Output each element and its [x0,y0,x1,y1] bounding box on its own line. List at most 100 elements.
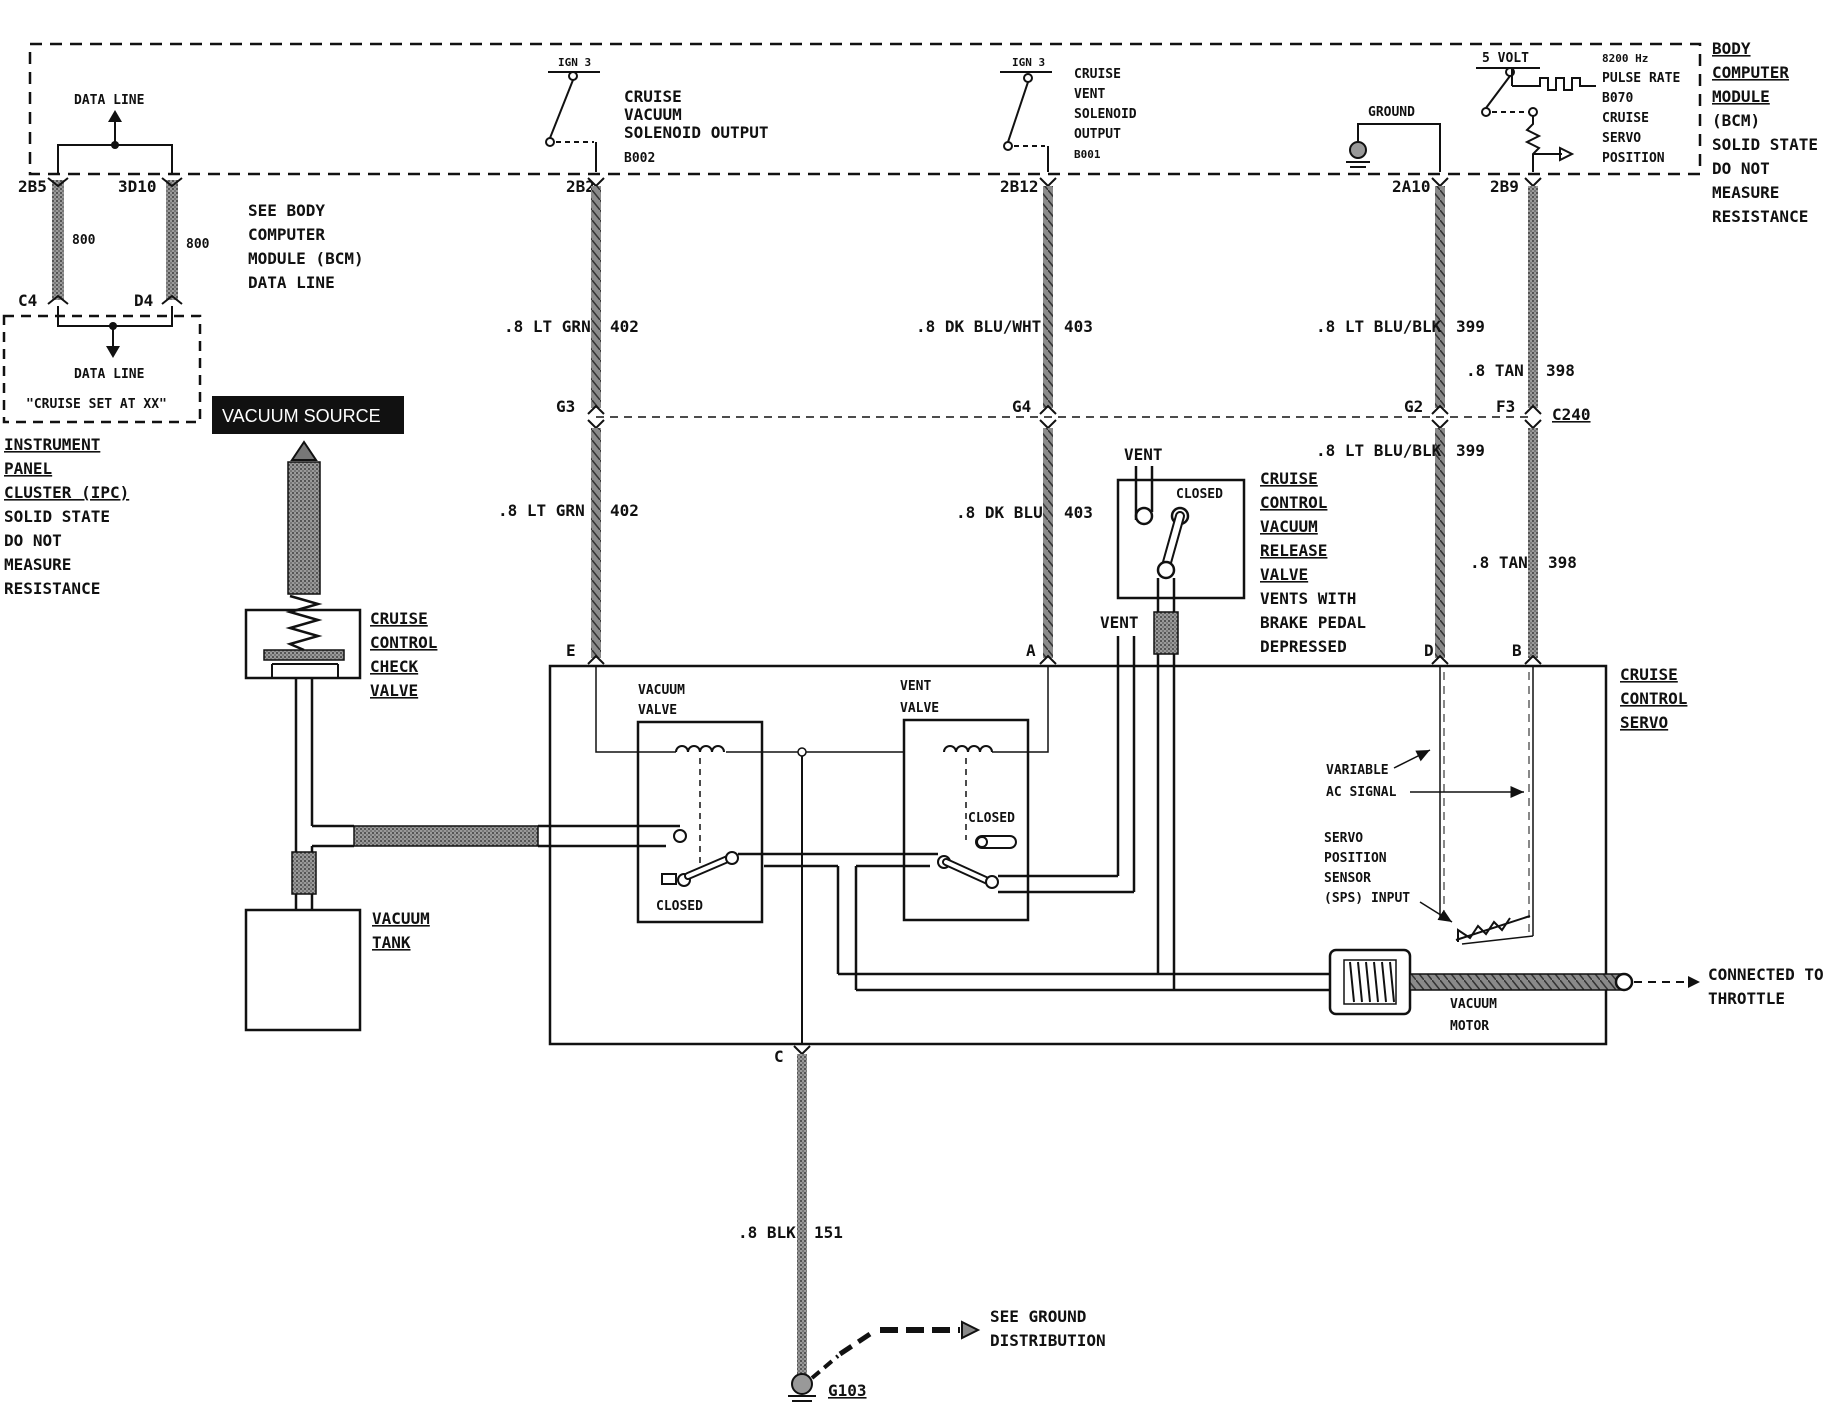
terminal-g3: G3 [556,397,575,416]
bcm-data-line: DATA LINE [57,93,173,175]
svg-text:RESISTANCE: RESISTANCE [4,579,100,598]
svg-text:BRAKE PEDAL: BRAKE PEDAL [1260,613,1366,632]
svg-text:COMPUTER: COMPUTER [1712,63,1789,82]
throttle-connection: CONNECTED TO THROTTLE [1634,965,1824,1008]
svg-text:VALVE: VALVE [1260,565,1308,584]
svg-text:(SPS) INPUT: (SPS) INPUT [1324,891,1410,906]
wire-399: .8 LT BLU/BLK 399 .8 LT BLU/BLK 399 [1316,177,1485,665]
svg-text:MOTOR: MOTOR [1450,1019,1489,1034]
svg-text:402: 402 [610,501,639,520]
vent-hose: VENT [1100,613,1139,892]
svg-text:BODY: BODY [1712,39,1751,58]
bcm-ground: GROUND [1346,105,1441,172]
terminal-c4: C4 [18,291,37,310]
sps-input-label: SERVO POSITION SENSOR (SPS) INPUT [1324,831,1453,923]
svg-text:CRUISE: CRUISE [1620,665,1678,684]
terminal-2b9: 2B9 [1490,177,1519,196]
svg-text:TANK: TANK [372,933,411,952]
svg-text:151: 151 [814,1223,843,1242]
svg-text:SOLENOID: SOLENOID [1074,107,1137,122]
svg-text:402: 402 [610,317,639,336]
terminal-2a10: 2A10 [1392,177,1431,196]
svg-text:CRUISE: CRUISE [1260,469,1318,488]
svg-text:B002: B002 [624,151,655,166]
svg-text:CONTROL: CONTROL [1620,689,1687,708]
wire-403: .8 DK BLU/WHT 403 .8 DK BLU 403 [916,177,1093,665]
svg-text:MEASURE: MEASURE [1712,183,1779,202]
see-bcm-note: SEE BODY COMPUTER MODULE (BCM) DATA LINE [248,201,364,292]
svg-text:(BCM): (BCM) [1712,111,1760,130]
svg-text:DATA LINE: DATA LINE [248,273,335,292]
svg-text:PULSE RATE: PULSE RATE [1602,71,1680,86]
ipc-label: INSTRUMENT PANEL CLUSTER (IPC) SOLID STA… [4,435,129,598]
vacuum-source-line [287,440,321,595]
svg-text:.8 TAN: .8 TAN [1466,361,1524,380]
svg-text:.8 LT BLU/BLK: .8 LT BLU/BLK [1316,317,1442,336]
svg-text:VENT: VENT [1100,613,1139,632]
svg-text:CLOSED: CLOSED [1176,487,1223,502]
terminal-d: D [1424,641,1434,660]
svg-text:CLUSTER (IPC): CLUSTER (IPC) [4,483,129,502]
vacuum-release-valve: VENT CLOSED [1116,445,1246,990]
servo-internal-wiring [595,666,1049,1044]
vacuum-tank: VACUUM TANK [244,908,430,1032]
svg-text:403: 403 [1064,317,1093,336]
wire-800-right: 800 [161,177,210,305]
terminal-3d10: 3D10 [118,177,157,196]
svg-text:G103: G103 [828,1381,867,1400]
svg-text:VENT: VENT [1124,445,1163,464]
svg-text:SEE BODY: SEE BODY [248,201,325,220]
svg-text:IGN 3: IGN 3 [1012,56,1045,69]
svg-text:INSTRUMENT: INSTRUMENT [4,435,100,454]
svg-text:B001: B001 [1074,148,1101,161]
svg-text:CHECK: CHECK [370,657,419,676]
svg-text:VACUUM: VACUUM [624,105,682,124]
wire-402: .8 LT GRN 402 .8 LT GRN 402 [498,177,639,665]
ground-symbol-icon [791,1373,813,1395]
svg-text:8200 Hz: 8200 Hz [1602,52,1648,65]
svg-text:.8 BLK: .8 BLK [738,1223,796,1242]
vent-valve: VENT VALVE CLOSED [900,679,1030,922]
svg-text:CRUISE: CRUISE [1602,111,1649,126]
svg-text:GROUND: GROUND [1368,105,1415,120]
svg-text:POSITION: POSITION [1324,851,1387,866]
svg-text:399: 399 [1456,317,1485,336]
svg-text:B070: B070 [1602,91,1633,106]
release-valve-label: CRUISE CONTROL VACUUM RELEASE VALVE VENT… [1260,469,1366,656]
terminal-e: E [566,641,576,660]
svg-text:CONTROL: CONTROL [370,633,437,652]
vacuum-hoses [291,678,680,910]
svg-text:398: 398 [1548,553,1577,572]
svg-text:.8 LT BLU/BLK: .8 LT BLU/BLK [1316,441,1442,460]
svg-text:VARIABLE: VARIABLE [1326,763,1389,778]
svg-text:CRUISE: CRUISE [624,87,682,106]
svg-text:DO NOT: DO NOT [4,531,62,550]
svg-text:.8 DK BLU: .8 DK BLU [956,503,1043,522]
svg-text:VACUUM: VACUUM [372,909,430,928]
svg-text:VENTS WITH: VENTS WITH [1260,589,1356,608]
connector-c240: C240 [1552,405,1591,424]
bcm-label: BODY COMPUTER MODULE (BCM) SOLID STATE D… [1712,39,1818,226]
svg-text:POSITION: POSITION [1602,151,1665,166]
terminal-f3: F3 [1496,397,1515,416]
terminal-d4: D4 [134,291,153,310]
variable-ac-signal-label: VARIABLE AC SIGNAL [1326,749,1524,800]
svg-text:THROTTLE: THROTTLE [1708,989,1785,1008]
svg-text:MODULE: MODULE [1712,87,1770,106]
svg-text:800: 800 [72,233,96,248]
svg-text:AC SIGNAL: AC SIGNAL [1326,785,1397,800]
svg-text:IGN 3: IGN 3 [558,56,591,69]
svg-text:CRUISE: CRUISE [1074,67,1121,82]
svg-text:VALVE: VALVE [638,703,677,718]
terminal-g2: G2 [1404,397,1423,416]
svg-text:800: 800 [186,237,210,252]
svg-text:DISTRIBUTION: DISTRIBUTION [990,1331,1106,1350]
terminal-g4: G4 [1012,397,1031,416]
svg-text:SEE GROUND: SEE GROUND [990,1307,1086,1326]
svg-text:.8 TAN: .8 TAN [1470,553,1528,572]
terminal-c: C [774,1047,784,1066]
servo-position-signal: 5 VOLT 8200 Hz PULSE RATE B070 CRUISE SE… [1476,51,1680,172]
wire-800-left: 800 [47,177,96,305]
svg-text:CRUISE: CRUISE [370,609,428,628]
